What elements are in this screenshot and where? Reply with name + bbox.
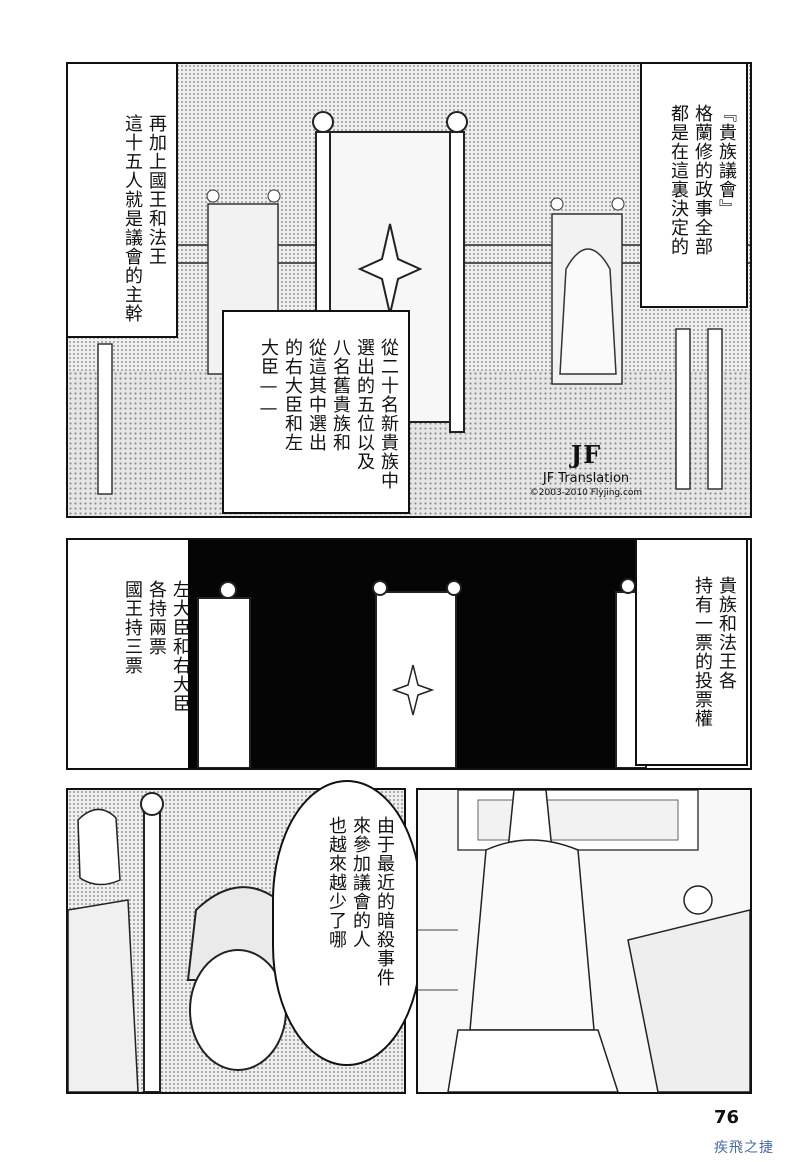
speech-bubble-middle: 從二十名新貴族中 選出的五位以及 八名舊貴族和 從這其中選出 的右大臣和左 大臣… (222, 310, 410, 514)
watermark-logo: JF (570, 440, 602, 469)
speech-bubble-right: 『貴族議會』 格蘭修的政事全部 都是在這裏決定的 (640, 62, 748, 308)
page-number: 76 (714, 1107, 740, 1128)
publisher-label: 疾飛之捷 (714, 1140, 774, 1156)
speech-bubble-panel2-right: 貴族和法王各 持有一票的投票權 (635, 538, 748, 766)
speech-bubble-panel3: 由于最近的暗殺事件 來參加議會的人 也越來越少了哪 (272, 780, 422, 1066)
noble-illustration (68, 792, 290, 1092)
caption-left: 左大臣和右大臣 各持兩票 國王持三票 (122, 580, 191, 713)
panel-stairs-figure (416, 788, 752, 1094)
watermark: JF JF Translation ©2003-2010 Flyjing.com (525, 440, 647, 498)
watermark-copyright: ©2003-2010 Flyjing.com (529, 488, 643, 498)
speech-bubble-left: 再加上國王和法王 這十五人就是議會的主幹 (66, 62, 178, 338)
watermark-name: JF Translation (542, 471, 630, 486)
stairs-illustration (418, 790, 750, 1092)
